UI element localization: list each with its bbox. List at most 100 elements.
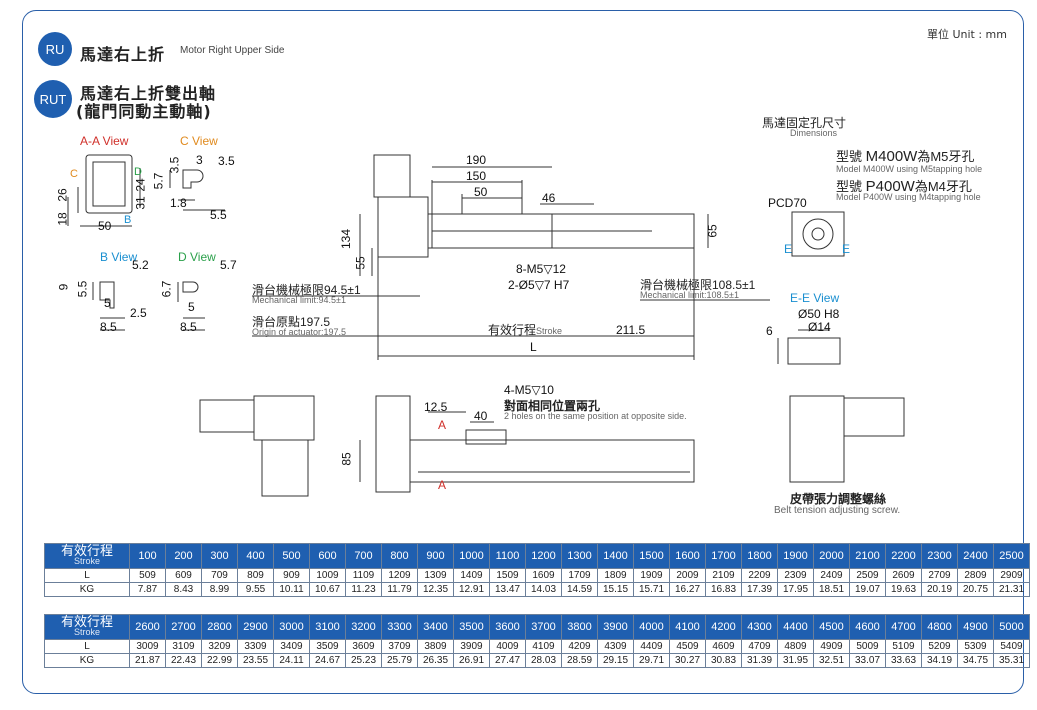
- table-cell: 1909: [633, 568, 670, 583]
- table-cell: 5409: [993, 639, 1030, 654]
- table-cell: 22.43: [165, 653, 202, 668]
- table-cell: 11.79: [381, 582, 418, 597]
- dim-85: 85: [339, 452, 354, 466]
- table-cell: 4209: [561, 639, 598, 654]
- table-cell: 3509: [309, 639, 346, 654]
- ru-badge: RU: [38, 32, 72, 66]
- table-cell: 709: [201, 568, 238, 583]
- rut-badge: RUT: [34, 80, 72, 118]
- p400-zh: 型號 P400W為M4牙孔: [836, 178, 972, 195]
- ru-title-en: Motor Right Upper Side: [180, 45, 285, 56]
- belt-zh: 皮帶張力調整螺絲: [790, 492, 887, 506]
- table-cell: 3709: [381, 639, 418, 654]
- table-cell: 10.67: [309, 582, 346, 597]
- dim-b-2-5: 2.5: [130, 306, 147, 320]
- unit-label: 單位 Unit : mm: [926, 28, 1007, 41]
- length-header-cell: L: [44, 639, 130, 654]
- table-cell: 1900: [777, 543, 814, 569]
- dim-d-5-7: 5.7: [220, 258, 237, 272]
- motor-hole-title-en: Dimensions: [790, 128, 838, 138]
- table-cell: 8.43: [165, 582, 202, 597]
- table-cell: 28.59: [561, 653, 598, 668]
- table-cell: 5009: [849, 639, 886, 654]
- table-cell: 1409: [453, 568, 490, 583]
- table-cell: 1809: [597, 568, 634, 583]
- origin-zh: 滑台原點197.5: [252, 315, 331, 329]
- table-cell: 2709: [921, 568, 958, 583]
- table-cell: 12.91: [453, 582, 490, 597]
- table-cell: 4200: [705, 614, 742, 640]
- section-a-top: A: [438, 418, 447, 432]
- motor-hole-title-zh: 馬達固定孔尺寸: [762, 116, 847, 130]
- length-header-cell: L: [44, 568, 130, 583]
- table-cell: 4109: [525, 639, 562, 654]
- table-cell: 1000: [453, 543, 490, 569]
- dim-211-5: 211.5: [616, 323, 646, 337]
- table-cell: 4000: [633, 614, 670, 640]
- table-cell: 1300: [561, 543, 598, 569]
- table-cell: 4009: [489, 639, 526, 654]
- dim-c-3-5a: 3.5: [167, 156, 182, 174]
- section-a-bottom: A: [438, 478, 447, 492]
- note-holes-en: 2 holes on the same position at opposite…: [504, 411, 687, 421]
- ee-view-label: E-E View: [790, 291, 840, 305]
- note-m5: 8-M5▽12: [516, 262, 566, 276]
- stroke-label: 有效行程Stroke: [488, 323, 563, 337]
- table-cell: 19.07: [849, 582, 886, 597]
- table-cell: 12.35: [417, 582, 454, 597]
- table-cell: 4809: [777, 639, 814, 654]
- dim-d-5: 5: [188, 300, 195, 314]
- table-cell: 3800: [561, 614, 598, 640]
- table-cell: 3609: [345, 639, 382, 654]
- table-cell: 5209: [921, 639, 958, 654]
- table-cell: 4700: [885, 614, 922, 640]
- table-cell: 24.11: [273, 653, 310, 668]
- table-cell: 400: [237, 543, 274, 569]
- e-right: E: [842, 242, 851, 256]
- table-cell: 14.59: [561, 582, 598, 597]
- table-cell: 35.31: [993, 653, 1030, 668]
- dim-b-5-2: 5.2: [132, 258, 149, 272]
- m400-zh: 型號 M400W為M5牙孔: [836, 148, 975, 165]
- table-cell: 3900: [597, 614, 634, 640]
- belt-en: Belt tension adjusting screw.: [774, 505, 901, 516]
- table-cell: 25.79: [381, 653, 418, 668]
- table-cell: 8.99: [201, 582, 238, 597]
- dim-134: 134: [339, 228, 354, 250]
- dim-12-5: 12.5: [424, 400, 448, 414]
- b-view-label: B View: [100, 250, 138, 264]
- table-cell: 909: [273, 568, 310, 583]
- table-cell: 2909: [993, 568, 1030, 583]
- table-cell: 3100: [309, 614, 346, 640]
- table-cell: 15.15: [597, 582, 634, 597]
- ee-d14: Ø14: [808, 320, 831, 334]
- table-cell: 200: [165, 543, 202, 569]
- table-cell: 600: [309, 543, 346, 569]
- note-holes-zh: 對面相同位置兩孔: [504, 399, 601, 413]
- table-cell: 17.95: [777, 582, 814, 597]
- c-marker: C: [70, 168, 78, 180]
- dim-50: 50: [474, 185, 488, 199]
- ru-title-zh: 馬達右上折: [80, 45, 166, 64]
- dim-c-1-8: 1.8: [170, 196, 187, 210]
- dim-150: 150: [466, 169, 487, 183]
- table-cell: 1200: [525, 543, 562, 569]
- d-view-label: D View: [178, 250, 216, 264]
- table-cell: 3209: [201, 639, 238, 654]
- table-cell: 18.51: [813, 582, 850, 597]
- table-cell: 30.27: [669, 653, 706, 668]
- table-cell: 4800: [921, 614, 958, 640]
- table-cell: 26.91: [453, 653, 490, 668]
- mech-left-zh: 滑台機械極限94.5±1: [252, 283, 361, 297]
- table-cell: 29.71: [633, 653, 670, 668]
- table-cell: 1400: [597, 543, 634, 569]
- table-cell: 7.87: [129, 582, 166, 597]
- table-cell: 2209: [741, 568, 778, 583]
- table-cell: 16.27: [669, 582, 706, 597]
- table-cell: 33.07: [849, 653, 886, 668]
